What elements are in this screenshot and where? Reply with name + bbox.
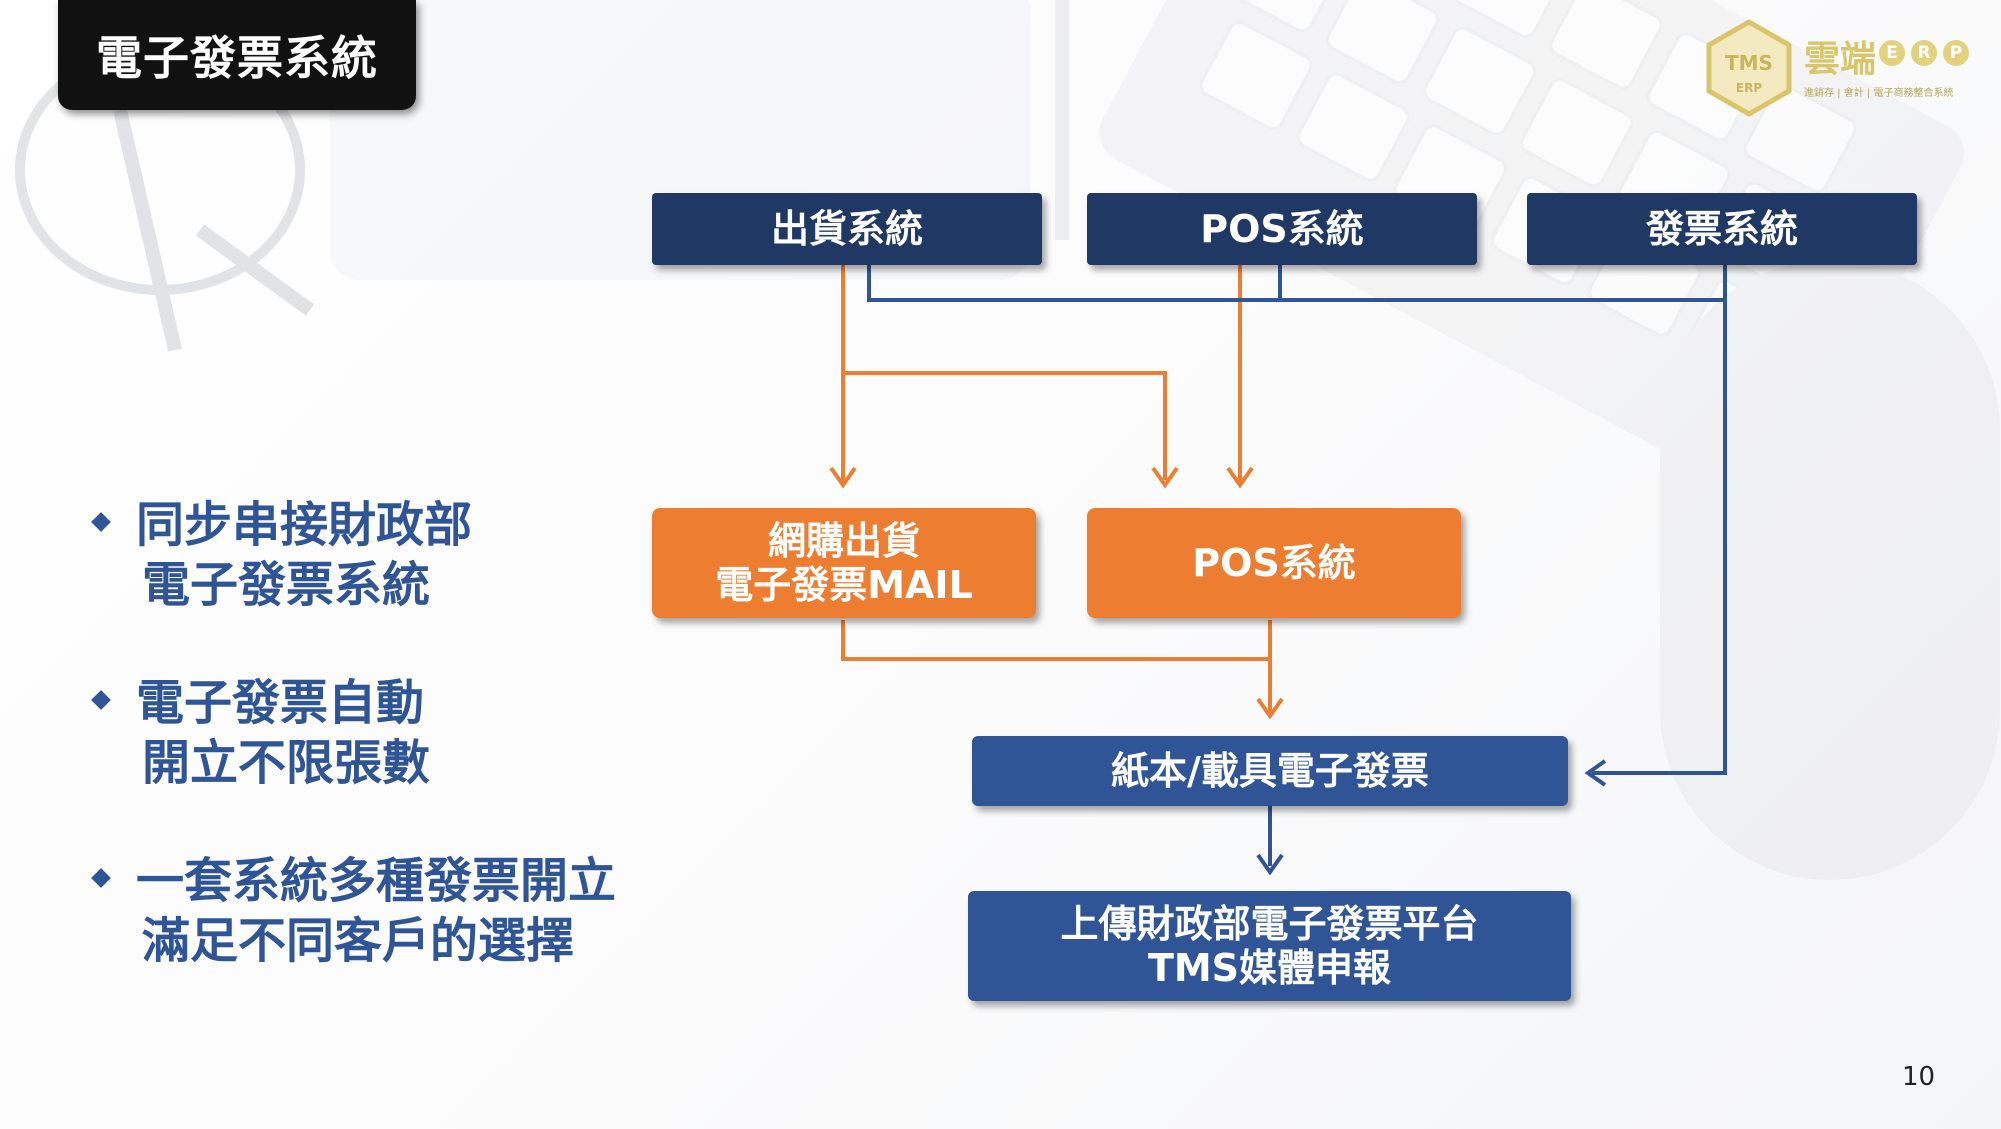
slide-title: 電子發票系統 — [96, 31, 378, 85]
invoice-system-label: 發票系統 — [1645, 207, 1798, 251]
pos-invoice-box: POS系統 — [1087, 508, 1461, 618]
connector-invoice-to-paper — [1592, 265, 1727, 775]
connector-shipping-to-pos — [841, 265, 1167, 480]
feature-item: 電子發票自動 開立不限張數 — [90, 673, 616, 793]
arrowhead-icon — [1256, 697, 1284, 720]
online-invoice-mail-box: 網購出貨 電子發票MAIL — [652, 508, 1036, 618]
logo-erp-badges: E R P — [1879, 40, 1969, 66]
feature-item: 一套系統多種發票開立 滿足不同客戶的選擇 — [90, 851, 616, 971]
svg-text:ERP: ERP — [1736, 81, 1762, 95]
online-invoice-line2: 電子發票MAIL — [715, 563, 973, 607]
feature-line: 滿足不同客戶的選擇 — [142, 913, 575, 969]
logo-letter-p: P — [1943, 40, 1969, 66]
upload-platform-line2: TMS媒體申報 — [1147, 946, 1392, 990]
pos-system-label: POS系統 — [1200, 207, 1364, 251]
svg-text:TMS: TMS — [1725, 51, 1773, 75]
shipping-system-label: 出貨系統 — [770, 207, 923, 251]
invoice-system-box: 發票系統 — [1527, 193, 1917, 265]
arrowhead-icon — [829, 466, 857, 489]
feature-line: 電子發票自動 — [136, 675, 425, 731]
feature-line: 電子發票系統 — [142, 557, 431, 613]
arrowhead-icon — [1226, 466, 1254, 489]
feature-line: 同步串接財政部 — [136, 497, 473, 553]
pos-invoice-label: POS系統 — [1192, 541, 1356, 585]
company-logo: TMS ERP 雲端 E R P 進銷存 | 會計 | 電子商務整合系統 — [1704, 18, 1984, 118]
shipping-system-box: 出貨系統 — [652, 193, 1042, 265]
connector-blue-bus — [867, 265, 1725, 302]
hexagon-logo-icon: TMS ERP — [1706, 19, 1792, 117]
logo-letter-r: R — [1911, 40, 1937, 66]
connector-online-merge — [841, 620, 1270, 661]
arrowhead-icon — [1151, 466, 1179, 489]
feature-list: 同步串接財政部 電子發票系統 電子發票自動 開立不限張數 一套系統多種發票開立 … — [90, 495, 616, 1029]
logo-tagline: 進銷存 | 會計 | 電子商務整合系統 — [1804, 88, 1954, 99]
arrowhead-icon — [1584, 759, 1607, 787]
pos-system-box: POS系統 — [1087, 193, 1477, 265]
logo-name: 雲端 — [1804, 39, 1877, 80]
upload-platform-box: 上傳財政部電子發票平台 TMS媒體申報 — [968, 891, 1571, 1001]
upload-platform-line1: 上傳財政部電子發票平台 — [1060, 902, 1479, 946]
feature-line: 開立不限張數 — [142, 735, 431, 791]
feature-line: 一套系統多種發票開立 — [136, 853, 617, 909]
title-tab: 電子發票系統 — [58, 0, 416, 110]
arrowhead-icon — [1256, 853, 1284, 876]
online-invoice-line1: 網購出貨 — [767, 519, 920, 563]
feature-item: 同步串接財政部 電子發票系統 — [90, 495, 616, 615]
paper-carrier-invoice-label: 紙本/載具電子發票 — [1111, 749, 1429, 793]
page-number: 10 — [1902, 1062, 1936, 1092]
paper-carrier-invoice-box: 紙本/載具電子發票 — [972, 736, 1568, 806]
logo-letter-e: E — [1879, 40, 1905, 66]
